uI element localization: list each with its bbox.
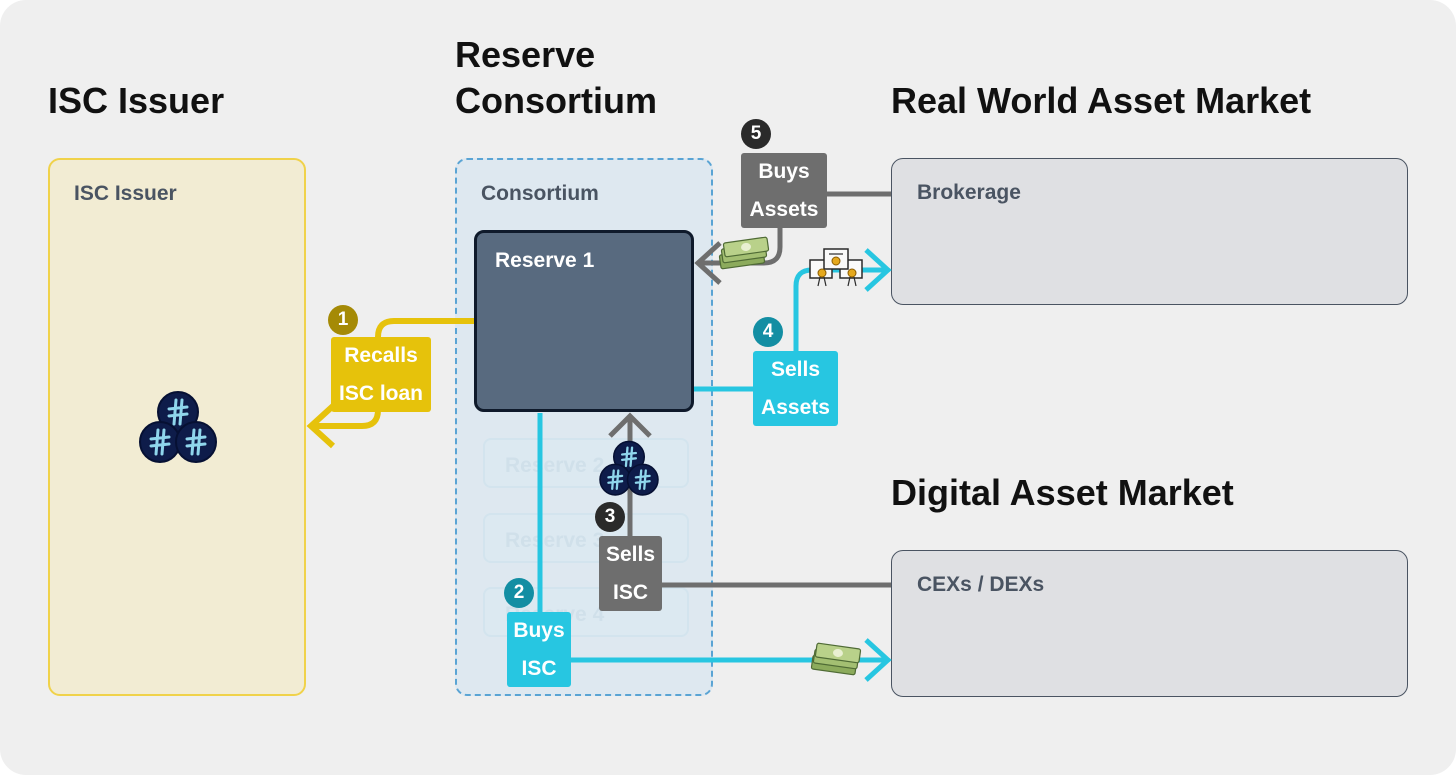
brokerage-panel: Brokerage [891,158,1408,305]
buy-isc-tag-line1: Buys [513,618,565,642]
reserve-2-ghost: Reserve 2 [483,438,689,488]
step-5-badge: 5 [741,119,771,149]
buy-isc-tag: Buys ISC [507,612,571,687]
buy-assets-tag-line2: Assets [749,197,819,221]
digital-market-heading: Digital Asset Market [891,472,1234,513]
isc-token-cluster-small-icon [599,440,659,496]
consortium-panel-label: Consortium [481,182,599,205]
buy-assets-tag: Buys Assets [741,153,827,228]
reserve-1-box: Reserve 1 [474,230,694,412]
exchanges-panel: CEXs / DEXs [891,550,1408,697]
sell-assets-tag-line2: Assets [761,395,830,419]
sell-isc-tag: Sells ISC [599,536,662,611]
cash-stack-icon-2 [810,642,862,676]
buy-assets-tag-line1: Buys [758,159,810,183]
reserve-heading-line1: Reserve [455,34,596,75]
asset-certificate-icon [809,248,863,287]
buy-assets-arrowhead [694,241,722,285]
step-1-badge: 1 [328,305,358,335]
isc-token-cluster-icon [139,391,217,463]
buy-isc-tag-line2: ISC [521,656,557,680]
issuer-heading: ISC Issuer [48,80,225,121]
step-4-badge: 4 [753,317,783,347]
cash-stack-icon [718,236,770,270]
recall-arrowhead [306,403,336,449]
sell-isc-arrowhead [608,412,652,438]
reserve-1-label: Reserve 1 [495,249,595,272]
reserve-heading-line2: Consortium [455,80,657,121]
issuer-panel-label: ISC Issuer [74,182,177,205]
recall-loan-tag-line2: ISC loan [338,381,423,405]
buy-isc-arrowhead [864,638,892,682]
sell-assets-tag: Sells Assets [753,351,838,426]
sell-isc-tag-line2: ISC [612,580,648,604]
recall-loan-tag-line1: Recalls [344,343,418,367]
sell-isc-tag-line1: Sells [605,542,656,566]
brokerage-label: Brokerage [917,181,1021,204]
sell-assets-arrowhead [864,248,892,292]
exchanges-label: CEXs / DEXs [917,573,1045,596]
recall-loan-tag: Recalls ISC loan [331,337,431,412]
rwa-market-heading: Real World Asset Market [891,80,1312,121]
step-2-badge: 2 [504,578,534,608]
sell-assets-tag-line1: Sells [770,357,821,381]
step-3-badge: 3 [595,502,625,532]
